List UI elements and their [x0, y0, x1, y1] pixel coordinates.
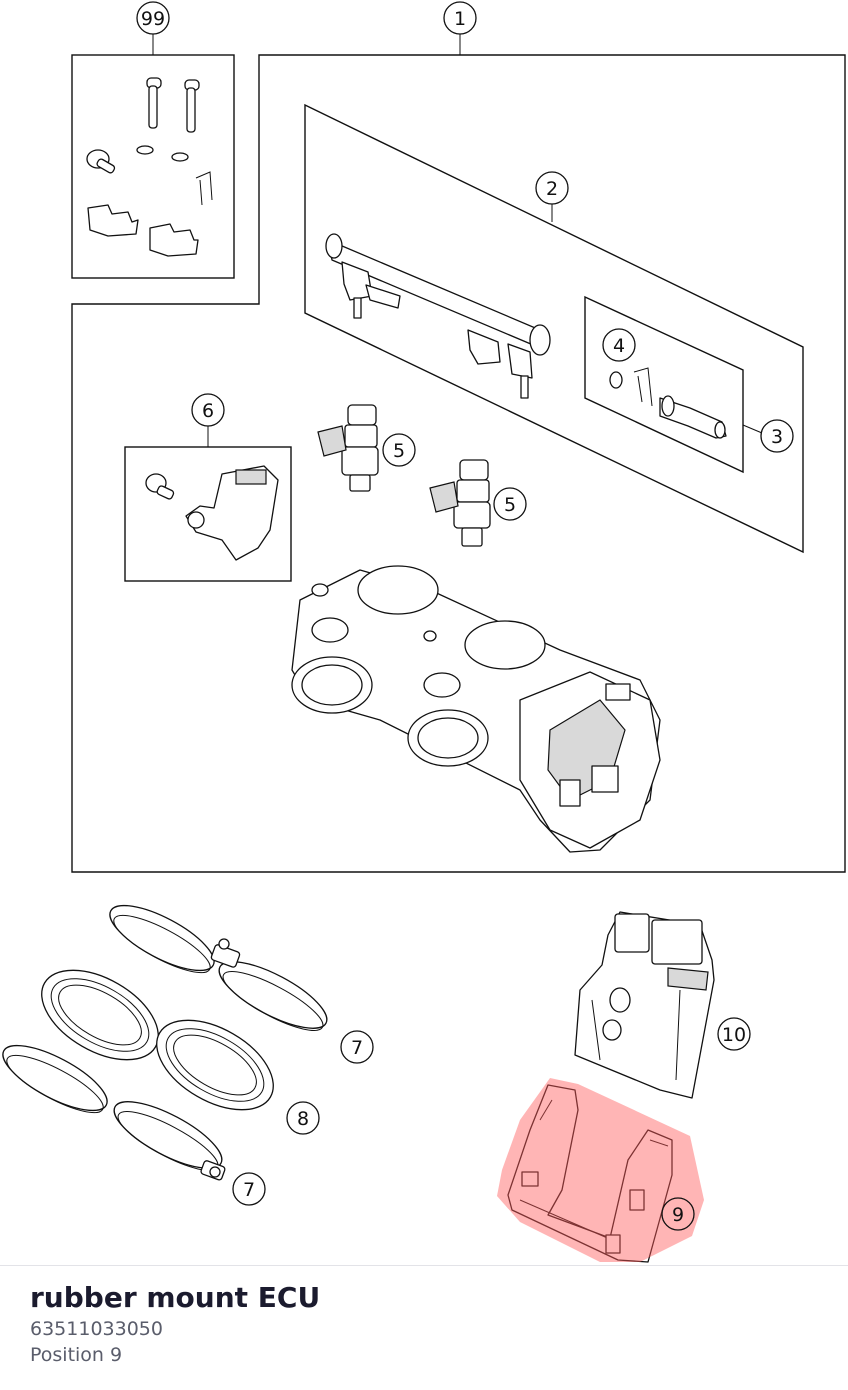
injector-b[interactable] [429, 459, 491, 547]
callout-1[interactable]: 1 [443, 1, 477, 55]
callout-label-3: 3 [771, 426, 783, 448]
callout-label-5a: 5 [393, 440, 405, 462]
callout-4[interactable]: 4 [602, 328, 636, 362]
callout-9[interactable]: 9 [661, 1197, 695, 1231]
rubber-mount-ecu[interactable] [497, 1078, 704, 1263]
callout-label-99: 99 [141, 8, 165, 30]
callout-2[interactable]: 2 [535, 171, 569, 222]
callout-label-7a: 7 [351, 1037, 363, 1059]
callout-99[interactable]: 99 [136, 1, 170, 55]
exploded-parts-diagram: 99 1 2 [0, 1, 846, 1263]
callout-label-10: 10 [722, 1024, 746, 1046]
part-name: rubber mount ECU [30, 1281, 321, 1314]
callout-label-2: 2 [546, 178, 558, 200]
callout-6[interactable]: 6 [191, 393, 225, 447]
callout-label-9: 9 [672, 1204, 684, 1226]
part-number: 63511033050 [30, 1318, 163, 1340]
part-position: Position 9 [30, 1344, 123, 1366]
callout-8[interactable]: 8 [286, 1101, 320, 1135]
part-info-panel: rubber mount ECU 63511033050 Position 9 [0, 1265, 848, 1390]
callout-7b[interactable]: 7 [232, 1172, 266, 1206]
sensor-frame [124, 446, 292, 582]
fuel-rail[interactable] [325, 233, 551, 399]
fuel-connector-parts[interactable] [609, 367, 727, 439]
fuel-connector-frame [584, 295, 744, 474]
clamp-upper[interactable] [101, 893, 335, 1041]
kit-99-frame [71, 54, 235, 279]
highlight-overlay [497, 1078, 704, 1262]
callout-label-7b: 7 [243, 1179, 255, 1201]
fuel-rail-frame [304, 103, 804, 554]
rubber-boot[interactable] [27, 952, 289, 1128]
throttle-body[interactable] [291, 565, 661, 853]
callout-5b[interactable]: 5 [493, 487, 527, 521]
callout-label-5b: 5 [504, 494, 516, 516]
throttle-body-assembly-frame [71, 54, 846, 873]
callout-label-1: 1 [454, 8, 466, 30]
map-sensor[interactable] [145, 465, 279, 561]
callout-10[interactable]: 10 [717, 1017, 751, 1051]
callout-label-6: 6 [202, 400, 214, 422]
injector-a[interactable] [317, 404, 379, 492]
callout-label-8: 8 [297, 1108, 309, 1130]
clamp-lower[interactable] [0, 1033, 230, 1181]
callout-7a[interactable]: 7 [340, 1030, 374, 1064]
callout-label-4: 4 [613, 335, 625, 357]
kit-99-parts[interactable] [86, 77, 213, 257]
callout-5a[interactable]: 5 [382, 433, 416, 467]
ecu-control-unit[interactable] [574, 911, 715, 1099]
callout-3[interactable]: 3 [742, 419, 794, 453]
